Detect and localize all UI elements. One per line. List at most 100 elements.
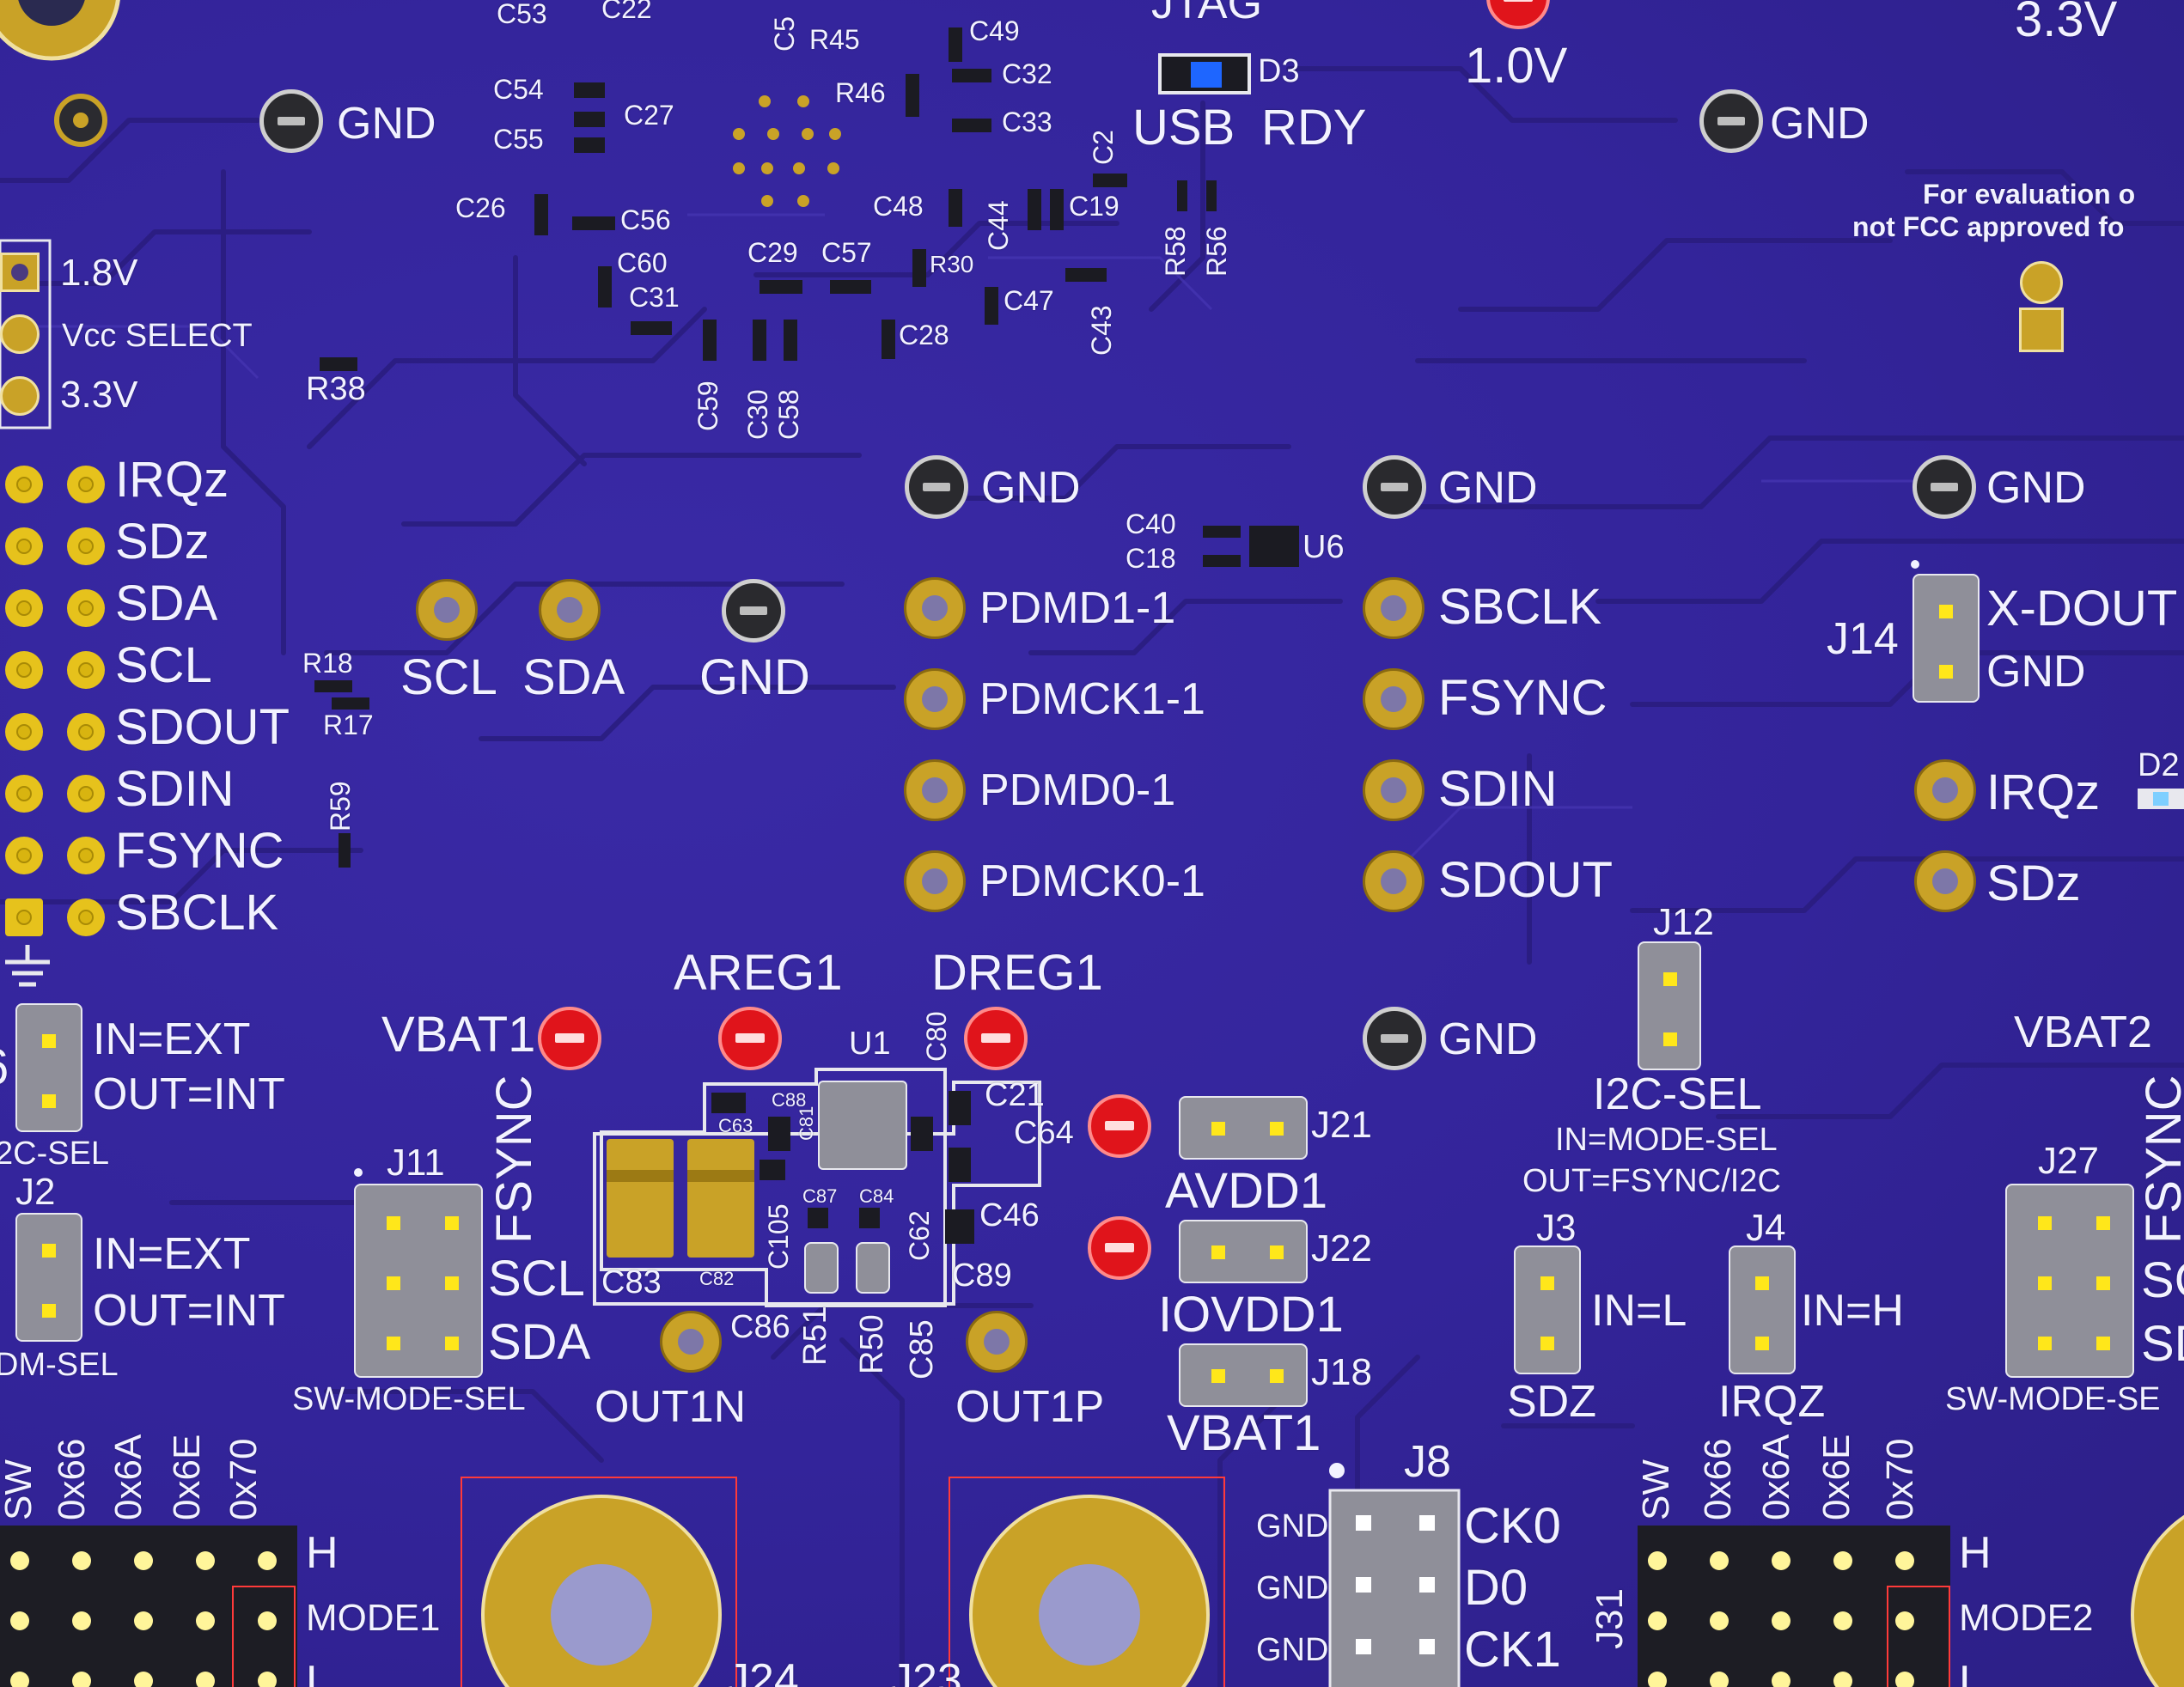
header-pin-fsync-a[interactable] [5, 837, 43, 874]
areg1-label: AREG1 [674, 945, 843, 1001]
j8-pin-d0[interactable] [1419, 1577, 1435, 1593]
test-pad-pdmd1-1[interactable] [904, 577, 966, 639]
mode2-pin[interactable] [1710, 1611, 1729, 1630]
test-pad-out1p[interactable] [966, 1311, 1028, 1373]
mode2-header[interactable] [1638, 1526, 1950, 1687]
test-point-gnd[interactable] [1913, 455, 1976, 519]
test-pad-pdmck1-1[interactable] [904, 668, 966, 730]
header-pin-sdout-a[interactable] [5, 713, 43, 751]
j8-signal-label-ck0: CK0 [1464, 1498, 1561, 1554]
test-point-gnd[interactable] [1363, 1007, 1426, 1070]
j8-pin-gnd-0[interactable] [1356, 1515, 1371, 1531]
mode1-pin[interactable] [258, 1551, 277, 1570]
mode1-pin[interactable] [72, 1551, 91, 1570]
test-point-gnd[interactable] [905, 455, 968, 519]
header-pin-sdz-a[interactable] [5, 527, 43, 565]
mode2-pin[interactable] [1648, 1672, 1667, 1687]
mode2-pin[interactable] [1710, 1551, 1729, 1570]
mode1-pin[interactable] [258, 1672, 277, 1687]
header-i2c-sel-left[interactable] [15, 1003, 82, 1132]
header-j14[interactable] [1913, 574, 1980, 703]
ref-c19: C19 [1069, 191, 1119, 222]
test-point-vbat1[interactable] [538, 1007, 601, 1070]
header-j3[interactable] [1514, 1245, 1581, 1374]
header-pin-irqz-b[interactable] [67, 466, 105, 503]
test-pad-pdmd0-1[interactable] [904, 759, 966, 821]
header-pin-sdout-b[interactable] [67, 713, 105, 751]
header-pin-irqz-a[interactable] [5, 466, 43, 503]
j8-pin-gnd-2[interactable] [1356, 1639, 1371, 1654]
mode2-pin[interactable] [1895, 1551, 1914, 1570]
mode2-pin[interactable] [1895, 1611, 1914, 1630]
test-pad-fsync[interactable] [1363, 668, 1424, 730]
mode1-pin[interactable] [72, 1611, 91, 1630]
header-pin-sdz-b[interactable] [67, 527, 105, 565]
header-j18[interactable] [1179, 1343, 1308, 1407]
mode2-pin[interactable] [1772, 1551, 1791, 1570]
vcc-select-pin-1[interactable] [0, 253, 40, 292]
test-pad-sdin[interactable] [1363, 759, 1424, 821]
vcc-select-pin-2[interactable] [0, 314, 40, 354]
j8-pin-ck0[interactable] [1419, 1515, 1435, 1531]
header-pin-sdin-b[interactable] [67, 775, 105, 813]
test-pad-sdz[interactable] [1914, 850, 1976, 912]
mode1-pin[interactable] [134, 1672, 153, 1687]
test-pad-irqz[interactable] [1914, 759, 1976, 821]
header-pin-sbclk-b[interactable] [67, 898, 105, 936]
j8-pin-ck1[interactable] [1419, 1639, 1435, 1654]
output-terminal-j23[interactable] [969, 1495, 1210, 1687]
header-pin-fsync-b[interactable] [67, 837, 105, 874]
header-j22[interactable] [1179, 1220, 1308, 1283]
j8-signal-label-d0: D0 [1464, 1560, 1528, 1616]
test-point-red[interactable] [1088, 1216, 1151, 1280]
test-pad-sbclk[interactable] [1363, 577, 1424, 639]
mode2-pin[interactable] [1772, 1611, 1791, 1630]
test-point-gnd[interactable] [1699, 89, 1763, 153]
test-point-c64[interactable] [1088, 1094, 1151, 1158]
mode1-pin[interactable] [196, 1611, 215, 1630]
mode1-pin[interactable] [134, 1611, 153, 1630]
mode1-pin[interactable] [10, 1611, 29, 1630]
test-pad-sdout[interactable] [1363, 850, 1424, 912]
test-pad-sda[interactable] [539, 579, 601, 641]
header-pin-sda-a[interactable] [5, 589, 43, 627]
mode2-pin[interactable] [1710, 1672, 1729, 1687]
header-pin-sda-b[interactable] [67, 589, 105, 627]
header-j27[interactable] [2005, 1184, 2134, 1378]
header-pin-scl-b[interactable] [67, 651, 105, 689]
header-j12[interactable] [1638, 941, 1701, 1070]
test-point-dreg1[interactable] [964, 1007, 1028, 1070]
mode2-pin[interactable] [1648, 1551, 1667, 1570]
mode1-pin[interactable] [10, 1672, 29, 1687]
mode2-pin[interactable] [1772, 1672, 1791, 1687]
ref-c85: C85 [904, 1319, 940, 1379]
mode2-pin[interactable] [1833, 1551, 1852, 1570]
test-point-gnd[interactable] [1363, 455, 1426, 519]
header-pin-scl-a[interactable] [5, 651, 43, 689]
header-j4[interactable] [1729, 1245, 1796, 1374]
header-j11[interactable] [354, 1184, 483, 1378]
mode2-pin[interactable] [1833, 1672, 1852, 1687]
mode1-pin[interactable] [196, 1672, 215, 1687]
test-point-gnd[interactable] [259, 89, 323, 153]
mode1-pin[interactable] [258, 1611, 277, 1630]
mode1-pin[interactable] [10, 1551, 29, 1570]
test-pad-pdmck0-1[interactable] [904, 850, 966, 912]
mode2-pin[interactable] [1895, 1672, 1914, 1687]
header-pin-sdin-a[interactable] [5, 775, 43, 813]
vcc-select-pin-3[interactable] [0, 376, 40, 416]
header-j2[interactable] [15, 1213, 82, 1342]
test-point-areg1[interactable] [718, 1007, 782, 1070]
test-pad-scl[interactable] [416, 579, 478, 641]
mode2-pin[interactable] [1648, 1611, 1667, 1630]
mode1-pin[interactable] [196, 1551, 215, 1570]
test-point-gnd[interactable] [722, 579, 785, 643]
mode2-pin[interactable] [1833, 1611, 1852, 1630]
mode1-pin[interactable] [134, 1551, 153, 1570]
header-j21[interactable] [1179, 1096, 1308, 1160]
mode1-pin[interactable] [72, 1672, 91, 1687]
header-pin-sbclk-a[interactable] [5, 898, 43, 936]
test-pad-out1n[interactable] [660, 1311, 722, 1373]
j8-pin-gnd-1[interactable] [1356, 1577, 1371, 1593]
mode1-header[interactable] [0, 1526, 297, 1687]
